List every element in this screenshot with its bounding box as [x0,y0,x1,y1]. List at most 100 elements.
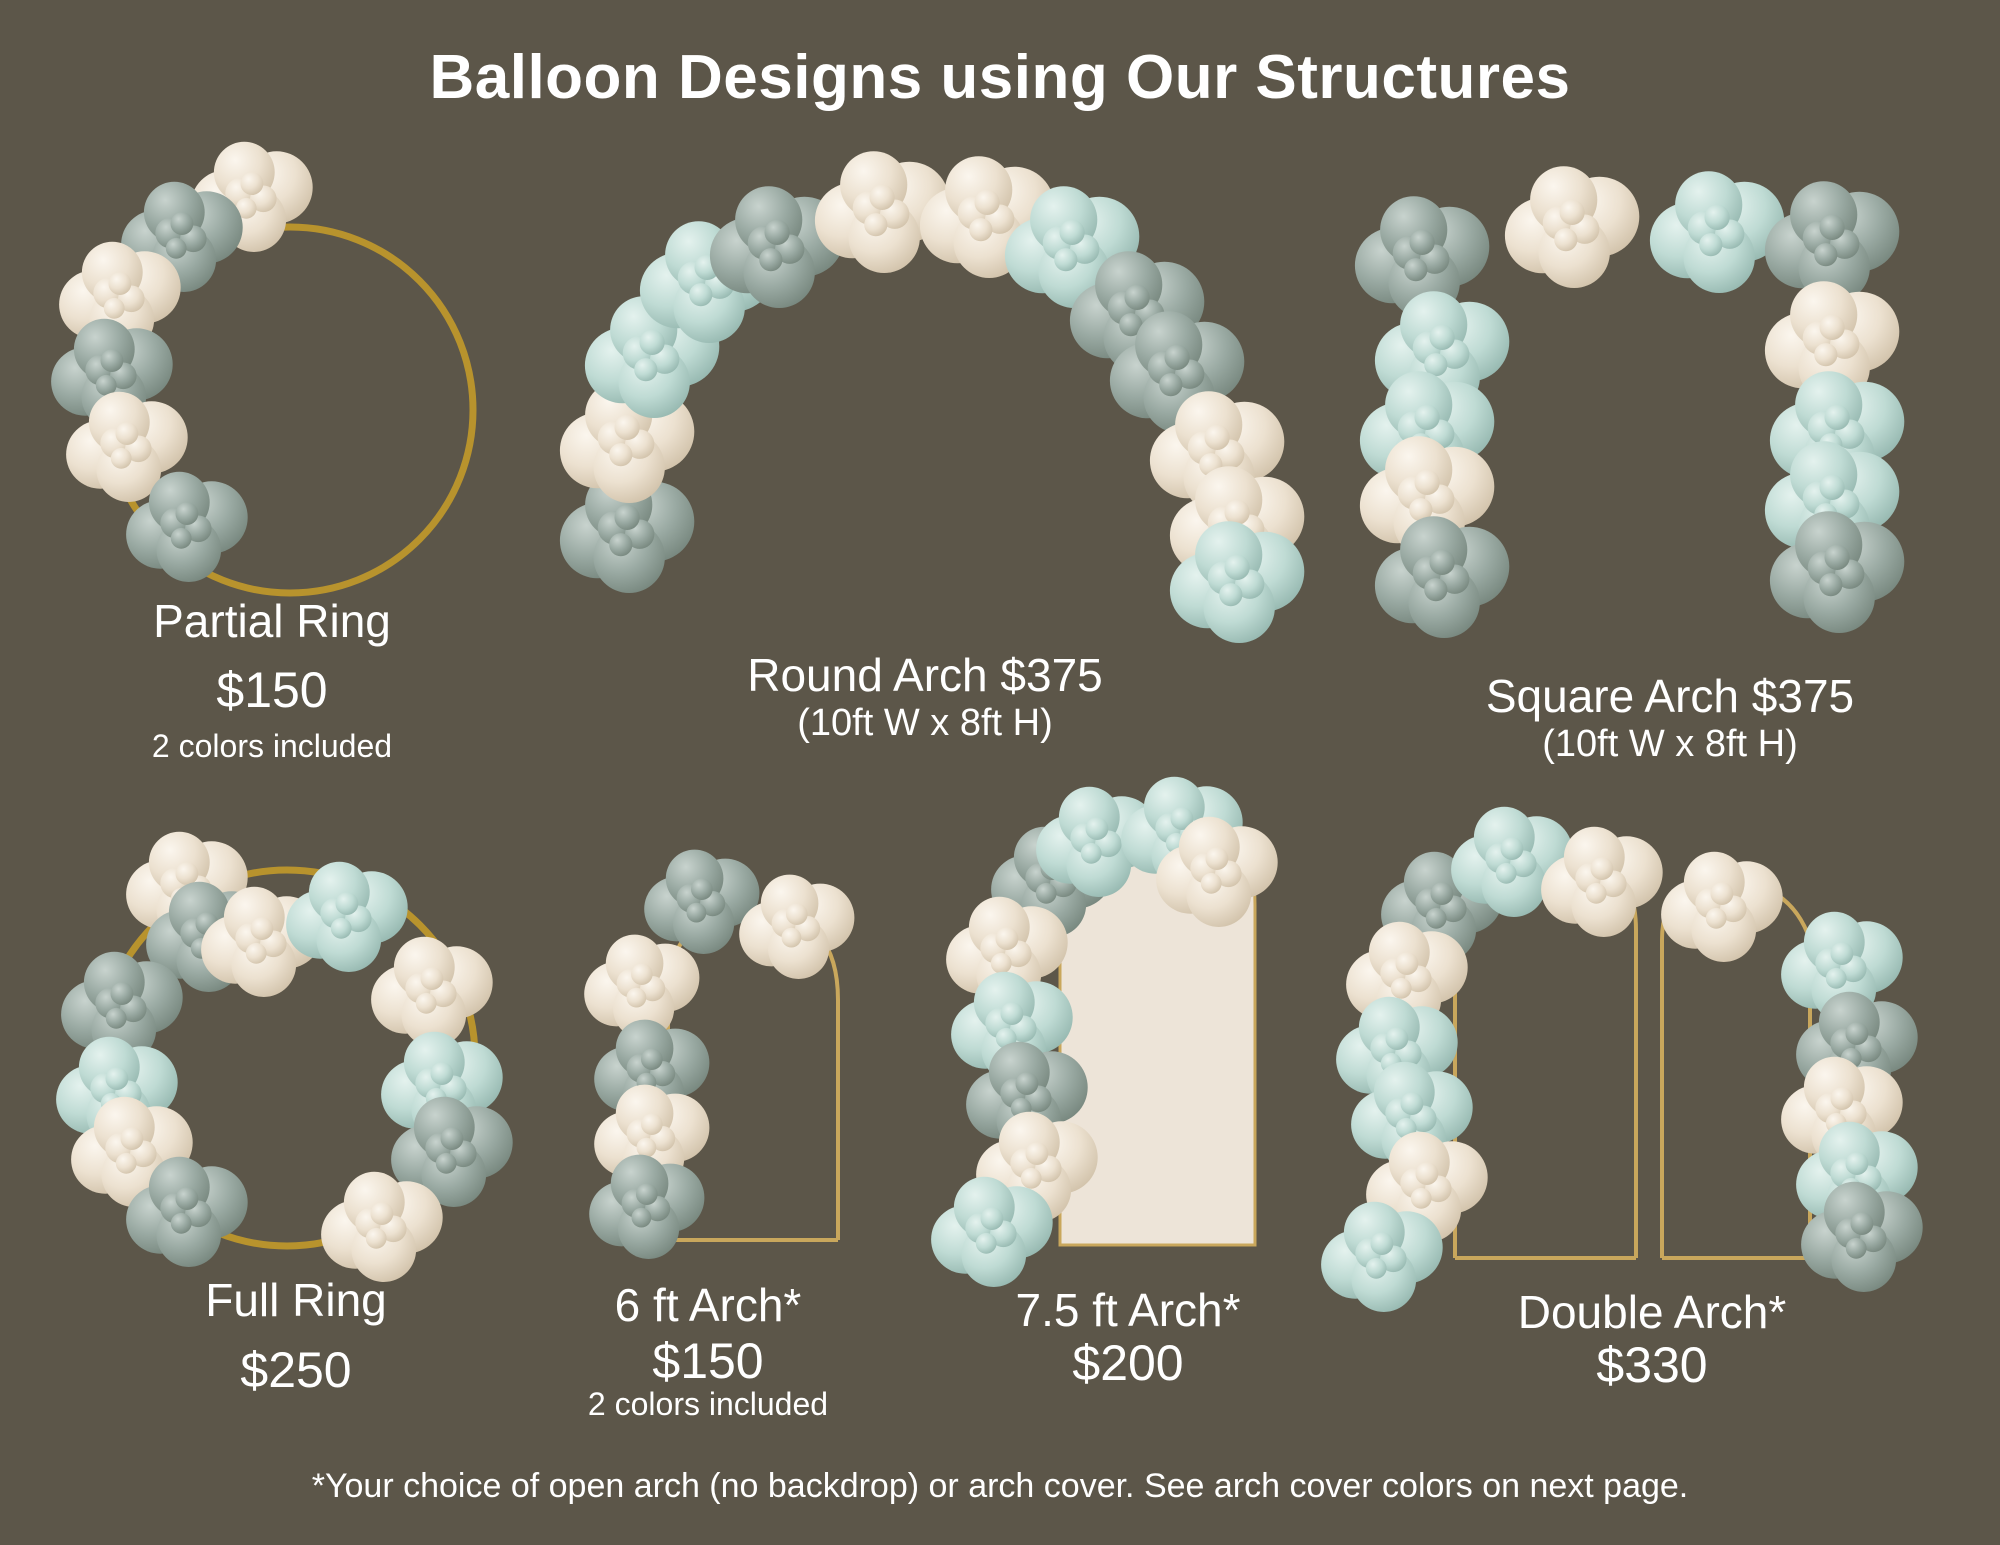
product-name: Double Arch* [1517,1286,1787,1338]
balloon [1495,862,1517,884]
balloon [1020,1167,1042,1189]
product-price: $150 [216,662,328,718]
balloon [1845,1022,1869,1045]
balloon [1390,977,1412,999]
balloon [420,967,444,990]
balloon-clusters [51,141,1923,1312]
balloon [1819,573,1843,597]
balloon [1824,544,1850,571]
balloon [1054,248,1078,272]
balloon [689,283,713,307]
balloon [636,1137,657,1158]
balloon [1224,499,1250,525]
balloon [1500,837,1524,860]
balloon [440,1127,464,1150]
balloon [1025,1142,1049,1165]
balloon [175,1187,199,1210]
balloon [1414,404,1440,430]
balloon [1425,907,1447,929]
balloon [1415,1162,1439,1185]
balloon [1430,882,1454,905]
page-title: Balloon Designs using Our Structures [429,43,1571,112]
balloon [1119,313,1143,337]
balloon [1845,1237,1867,1259]
balloon [975,1232,997,1254]
balloon [1200,872,1222,894]
balloon [170,212,194,236]
balloon [165,237,187,259]
balloon [1205,847,1229,870]
balloon [641,1113,663,1135]
balloon [1219,583,1243,607]
balloon [1590,857,1614,880]
balloon [1850,1212,1874,1235]
balloon [1559,199,1585,225]
product-note: 2 colors included [151,728,393,764]
balloon [609,533,633,557]
balloon [1845,1152,1869,1175]
balloon [1395,952,1419,975]
balloon [175,862,199,885]
balloon [764,219,790,245]
product-price: $200 [1072,1335,1184,1391]
balloon [1224,554,1250,581]
product-name: Square Arch $375 [1485,670,1855,722]
balloon [435,1152,457,1174]
balloon [786,903,808,925]
balloon [115,1152,137,1174]
product-dimensions: (10ft W x 8ft H) [1542,723,1798,765]
balloon [1035,882,1057,904]
balloon [641,1048,663,1070]
balloon [781,927,802,948]
balloon [1409,498,1433,522]
balloon [869,184,895,210]
balloon [1554,228,1578,252]
balloon [759,248,783,272]
balloon [1164,344,1190,370]
product-price: $250 [240,1342,352,1398]
balloon [1059,219,1085,245]
product-name: 6 ft Arch* [614,1279,802,1331]
balloon [1424,353,1448,377]
balloon [110,982,134,1005]
balloon [103,297,125,319]
product-name: Round Arch $375 [747,649,1103,701]
balloon [634,358,658,382]
balloon [691,878,713,900]
balloon [980,1207,1004,1230]
balloon [105,1007,127,1029]
balloon [365,1227,387,1249]
balloon [120,1127,144,1150]
balloon [1585,882,1607,904]
balloon [1710,882,1734,905]
balloon [170,527,192,549]
balloon [864,213,888,237]
footnote: *Your choice of open arch (no backdrop) … [311,1467,1689,1505]
balloon [1159,373,1183,397]
balloon [990,952,1012,974]
balloon [631,963,653,985]
balloon [1410,1187,1432,1209]
balloon [995,927,1019,950]
product-price: $330 [1596,1337,1708,1393]
balloon [330,917,352,939]
product-note: 2 colors included [587,1386,829,1422]
balloon [240,172,264,196]
balloon [1000,1002,1024,1025]
balloon [1085,817,1109,840]
balloon [1370,1232,1394,1255]
product-name: Full Ring [205,1274,387,1326]
balloon [1699,233,1723,257]
balloon [1819,314,1845,340]
balloon [969,218,993,242]
balloon [1830,942,1854,965]
product-price: $150 [652,1333,764,1389]
balloon [1170,807,1194,830]
balloon [1824,404,1850,430]
product-name: 7.5 ft Arch* [1015,1284,1241,1336]
balloon [370,1202,394,1225]
balloon [974,189,1000,215]
balloon [175,502,199,525]
